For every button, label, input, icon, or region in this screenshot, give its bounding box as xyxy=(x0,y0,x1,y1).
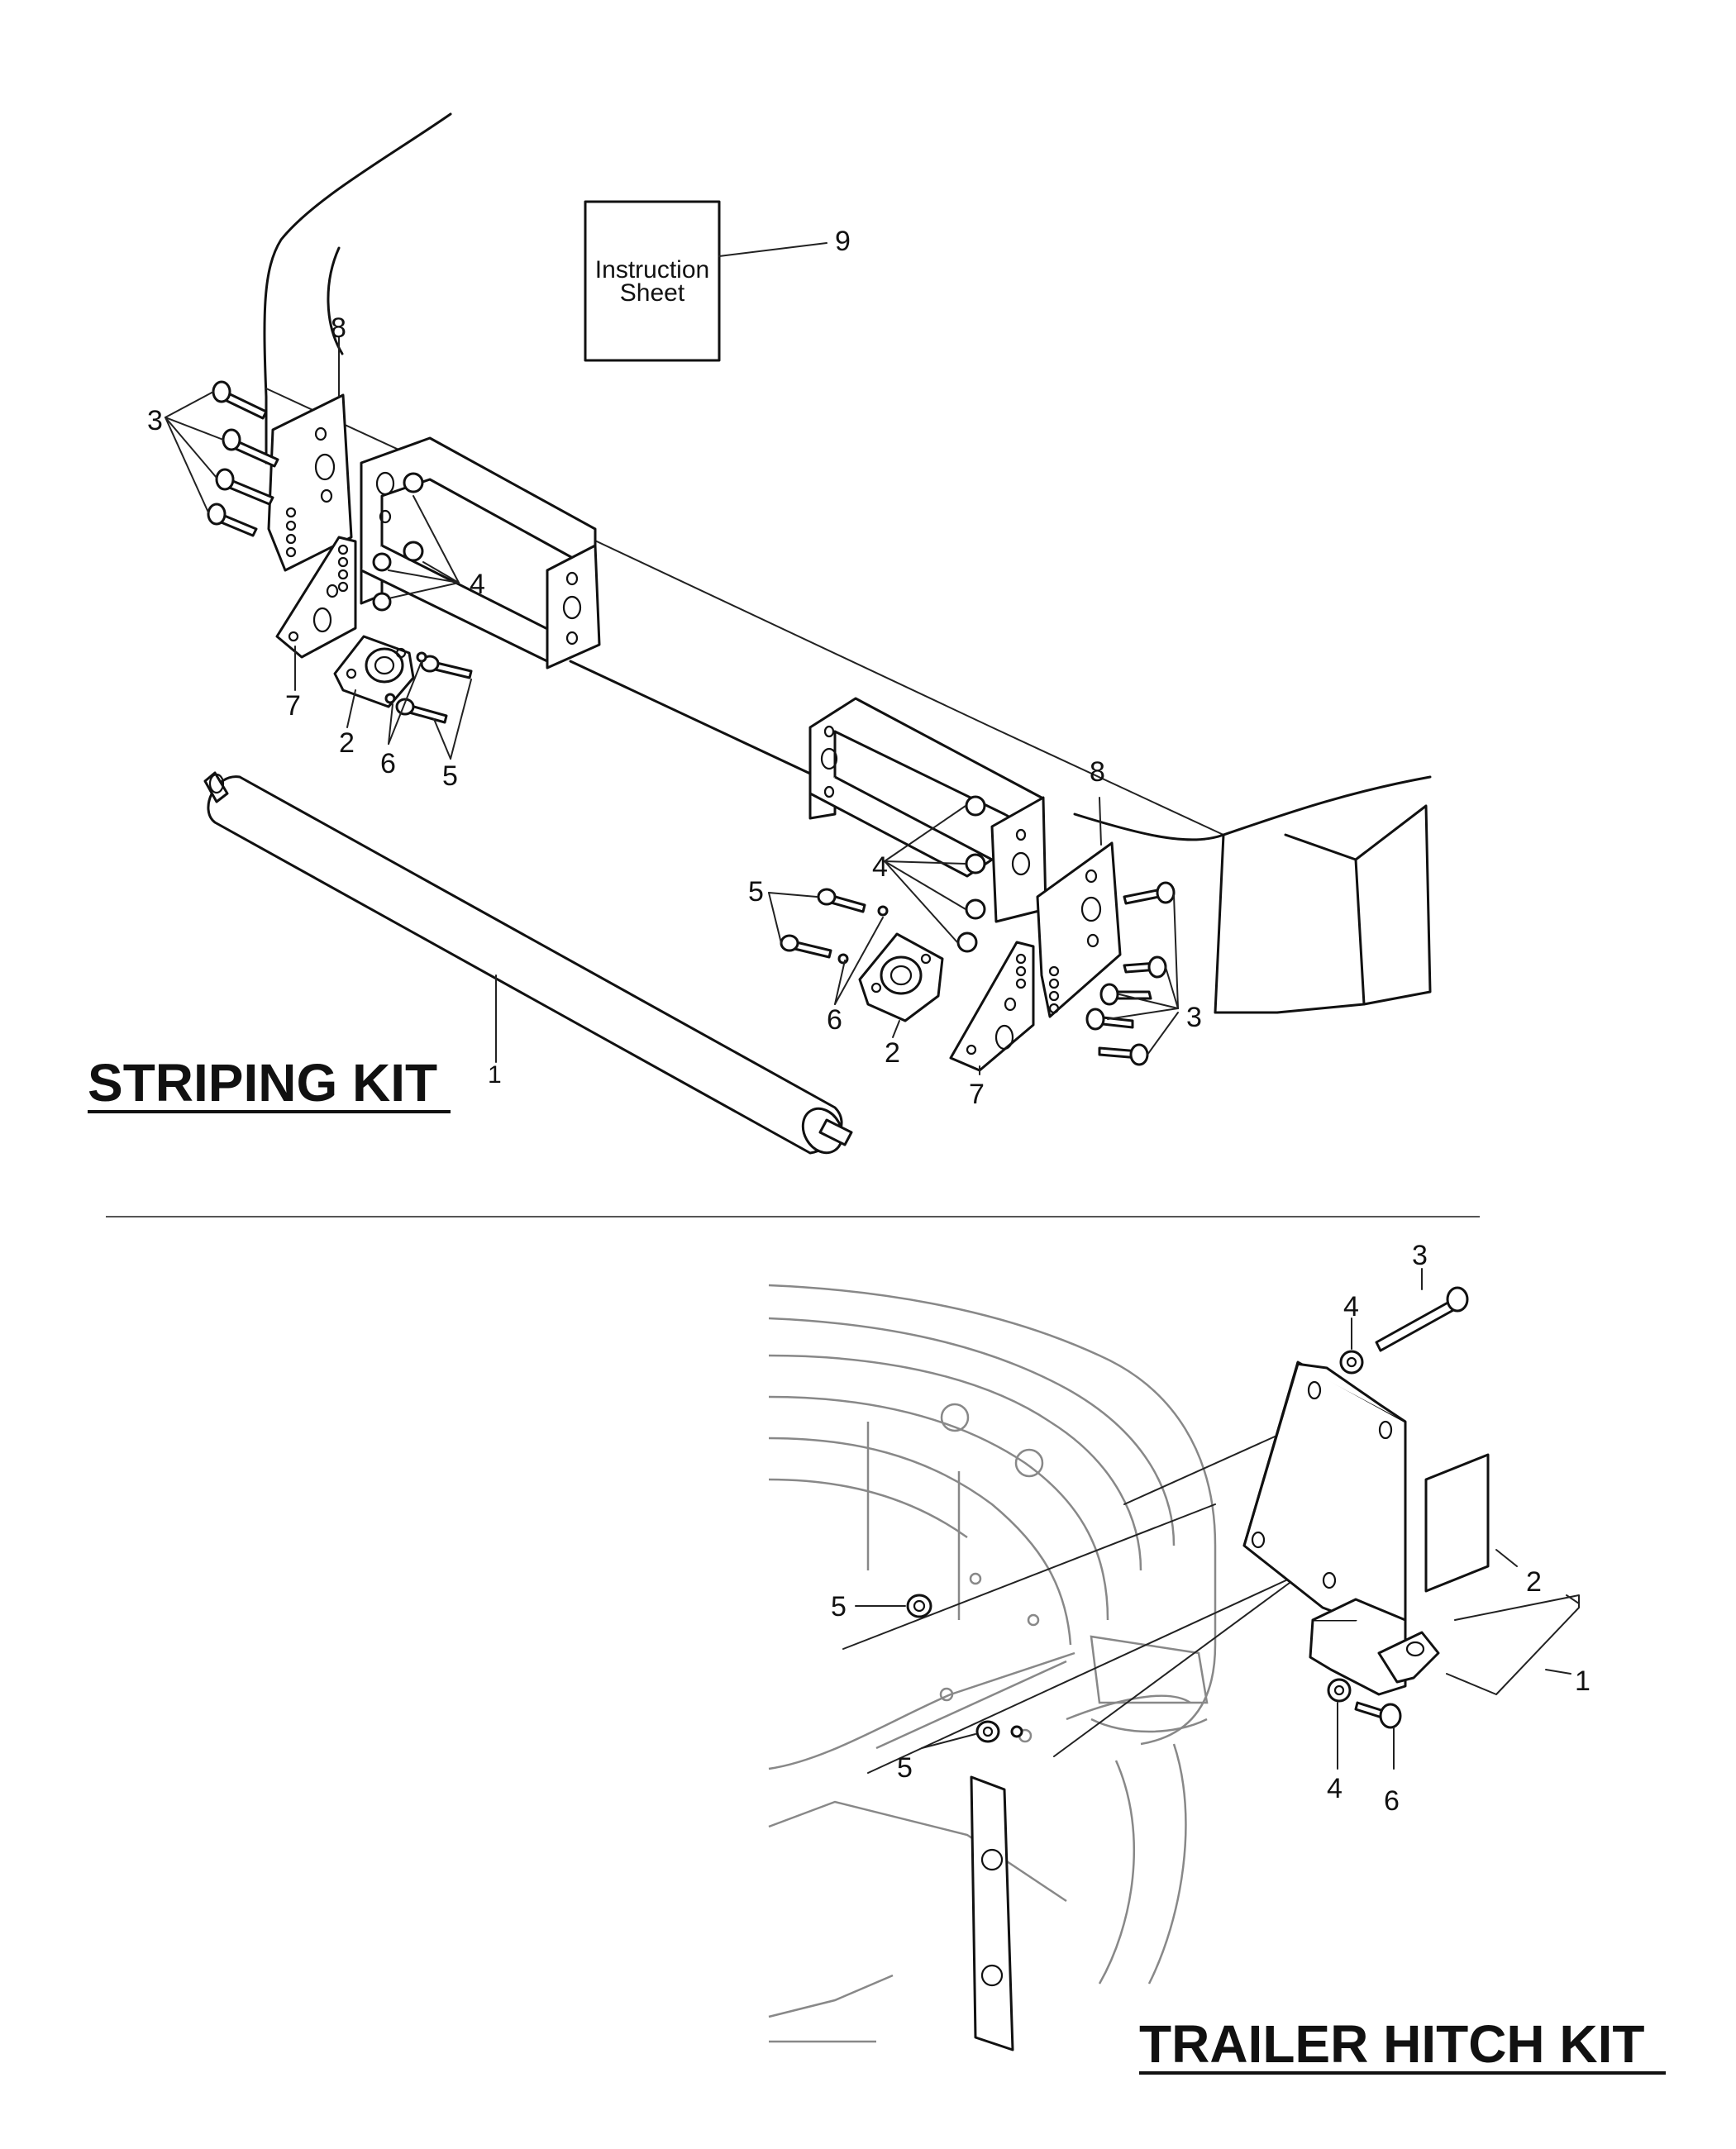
hitch-callout-numbers: 3 4 2 1 5 5 4 6 xyxy=(831,1240,1591,1817)
frame-side-plate xyxy=(970,1775,1014,2051)
callout-5-hitch-nut-lower: 5 xyxy=(897,1752,913,1784)
instruction-sheet-label-line2: Sheet xyxy=(620,279,685,307)
callout-8-right-plate: 8 xyxy=(1090,756,1105,788)
hitch-guide-lines xyxy=(842,1429,1290,1774)
callout-9-instruction-sheet: 9 xyxy=(835,226,851,257)
striping-kit-drawing: Instruction Sheet xyxy=(88,112,1432,1155)
hitch-hardware xyxy=(906,1286,1469,1743)
hitch-pin-outline xyxy=(1446,1594,1580,1695)
callout-5-left-bolts: 5 xyxy=(442,760,458,792)
left-mount-plate-7 xyxy=(275,536,357,659)
callout-7-right-plate: 7 xyxy=(969,1079,985,1110)
callout-4-left-nuts: 4 xyxy=(470,569,485,600)
left-bolts-3 xyxy=(207,380,279,537)
instruction-sheet-label-line1: Instruction xyxy=(595,256,709,284)
right-u-channel-bracket xyxy=(808,697,1047,953)
right-bearing-flange-2 xyxy=(858,932,944,1022)
callout-5-hitch-nut-upper: 5 xyxy=(831,1591,847,1622)
mower-frame-tubes xyxy=(768,1284,1217,2043)
right-mount-plate-7 xyxy=(949,941,1035,1072)
callout-2-left-flange: 2 xyxy=(339,727,355,759)
striping-kit-title: STRIPING KIT xyxy=(88,1053,437,1113)
trailer-hitch-kit-title: TRAILER HITCH KIT xyxy=(1139,2014,1645,2074)
right-bolts-3 xyxy=(1085,881,1176,1066)
callout-6-hitch-bolt: 6 xyxy=(1384,1785,1400,1817)
right-mount-plate-8 xyxy=(1036,841,1122,1018)
left-u-channel-bracket xyxy=(360,436,601,669)
hitch-leader-lines xyxy=(855,1268,1571,1770)
trailer-hitch-kit-drawing: 3 4 2 1 5 5 4 6 TRAILER HITCH KIT xyxy=(768,1240,1666,2075)
callout-8-left-plate: 8 xyxy=(331,312,346,344)
striping-roller-1 xyxy=(203,771,853,1155)
left-bearing-flange-2 xyxy=(333,635,415,708)
callout-2-right-flange: 2 xyxy=(885,1037,900,1069)
callout-7-left-plate: 7 xyxy=(285,690,301,722)
callout-6-right-washers: 6 xyxy=(827,1004,842,1036)
callout-3-hitch-bolt: 3 xyxy=(1412,1240,1428,1271)
right-bolts-5-washers-6 xyxy=(780,888,889,965)
callout-4-right-nuts: 4 xyxy=(872,851,888,883)
left-mount-plate-8 xyxy=(267,393,353,572)
callout-3-right-bolts: 3 xyxy=(1186,1002,1202,1033)
callout-6-left-washers: 6 xyxy=(380,748,396,779)
striping-leader-lines xyxy=(165,242,1179,1075)
hitch-decal-2 xyxy=(1424,1453,1490,1593)
callout-1-roller: 1 xyxy=(488,1061,502,1089)
callout-3-left-bolts: 3 xyxy=(147,405,163,436)
callout-4-hitch-washer-bottom: 4 xyxy=(1327,1773,1343,1804)
striping-callout-numbers: 9 8 3 4 7 2 6 5 1 8 4 5 6 2 7 3 xyxy=(147,226,1202,1110)
frame-bolt-heads xyxy=(939,1403,1044,1743)
instruction-sheet: Instruction Sheet xyxy=(584,200,721,362)
callout-5-right-bolts: 5 xyxy=(748,876,764,908)
hitch-bracket-1 xyxy=(1242,1360,1440,1696)
callout-4-hitch-washer-top: 4 xyxy=(1343,1291,1359,1322)
callout-2-hitch-decal: 2 xyxy=(1526,1566,1542,1598)
callout-1-hitch-bracket: 1 xyxy=(1575,1665,1591,1697)
